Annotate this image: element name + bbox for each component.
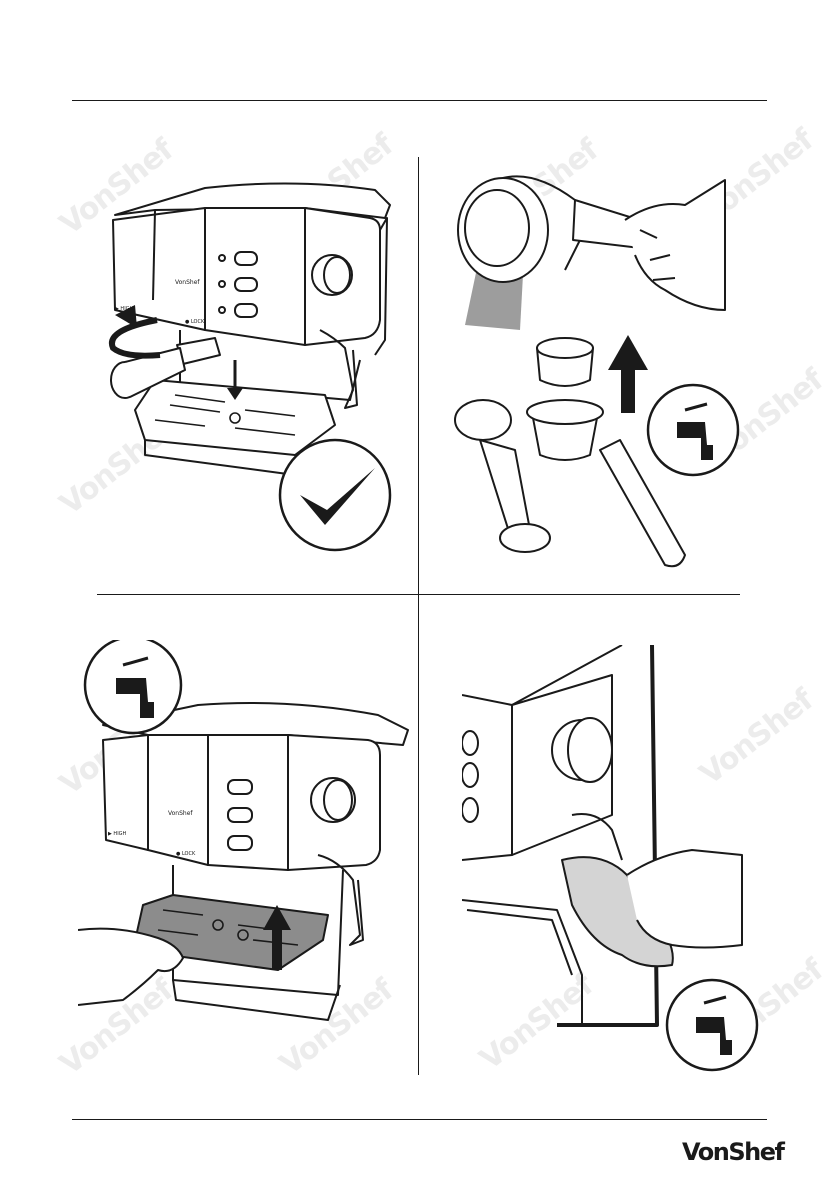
panel-wipe-steam-wand — [462, 645, 792, 1075]
steam-label: ▶ HIGH — [108, 831, 127, 837]
machine-brand-label: VonShef — [168, 810, 193, 817]
check-icon — [280, 440, 390, 550]
machine-brand-label: VonShef — [175, 279, 200, 286]
filter-cups — [527, 338, 603, 460]
tamper — [455, 400, 550, 552]
panel-lock-portafilter: VonShef ▶ HIGH ● LOCK — [95, 180, 410, 555]
steam-knob — [552, 718, 612, 782]
panel-divider-vertical — [418, 157, 419, 1075]
footer-brand-logo: VonShef — [682, 1138, 783, 1166]
panel-divider-horizontal — [97, 594, 740, 595]
panel-clean-accessories — [425, 160, 785, 585]
panel-remove-drip-grill: VonShef ▶ HIGH ● LOCK — [78, 640, 413, 1040]
lock-label: ● LOCK — [185, 319, 205, 325]
control-buttons — [462, 731, 478, 822]
water-tap-icon — [648, 385, 738, 475]
lock-label: ● LOCK — [176, 851, 196, 857]
arrow-up-icon — [608, 335, 648, 413]
water-tap-icon — [85, 640, 181, 733]
water-tap-icon — [667, 980, 757, 1070]
header-rule — [72, 100, 767, 101]
footer-rule — [72, 1119, 767, 1120]
